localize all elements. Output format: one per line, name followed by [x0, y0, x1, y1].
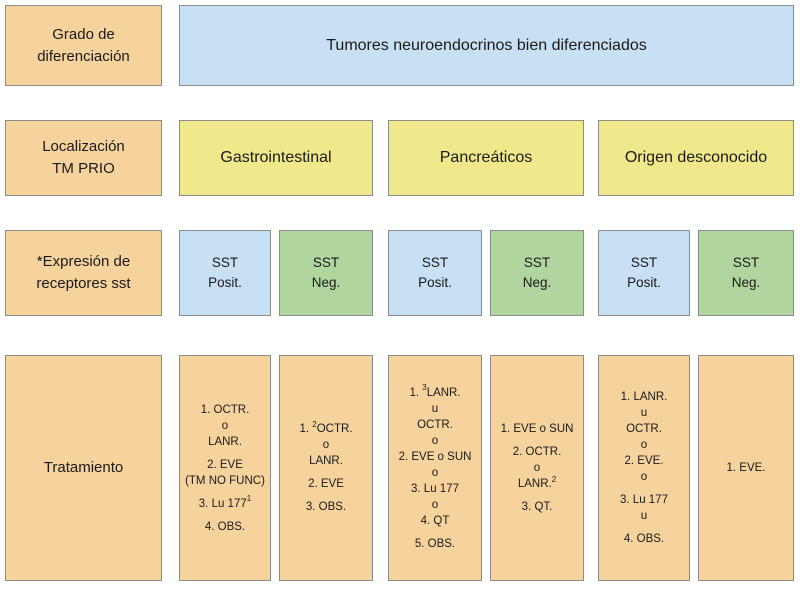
treatment-pancreas-negative: 1. EVE o SUN 2. OCTR. o LANR.2 3. QT.	[490, 355, 584, 581]
group-pancreaticos: Pancreáticos	[388, 120, 584, 196]
treatment-connector: o	[221, 419, 229, 432]
treatment-step: 2. EVE o SUN	[398, 450, 472, 463]
treatment-step: 1. EVE.	[726, 462, 766, 474]
sst-status: Neg.	[522, 275, 552, 290]
label-grado-diferenciacion: Grado de diferenciación	[5, 5, 162, 86]
sst-positive-origen: SST Posit.	[598, 230, 690, 316]
label-expresion-line1: *Expresión de	[36, 253, 131, 270]
treatment-connector: u	[431, 402, 439, 415]
sst-positive-gastro: SST Posit.	[179, 230, 271, 316]
sst-status: Neg.	[311, 275, 341, 290]
sst-status: Posit.	[418, 275, 452, 290]
treatment-step: 2. EVE.	[624, 455, 664, 467]
treatment-gastro-negative: 1. 2OCTR. o LANR. 2. EVE 3. OBS.	[279, 355, 373, 581]
treatment-step: 4. OBS.	[623, 533, 665, 545]
treatment-step: 3. Lu 1771	[198, 494, 252, 510]
group-origen-desconocido: Origen desconocido	[598, 120, 794, 196]
treatment-step: LANR.2	[517, 474, 557, 490]
footnote-marker: 3	[422, 383, 427, 393]
group-origen-label: Origen desconocido	[624, 149, 768, 166]
sst-label: SST	[421, 255, 449, 270]
sst-status: Posit.	[208, 275, 242, 290]
treatment-step: 5. OBS.	[414, 537, 456, 550]
label-localizacion-line1: Localización	[42, 138, 125, 155]
treatment-note: (TM NO FUNC)	[185, 474, 265, 487]
sst-label: SST	[211, 255, 239, 270]
treatment-origen-positive: 1. LANR. u OCTR. o 2. EVE. o 3. Lu 177 u…	[598, 355, 690, 581]
sst-negative-origen: SST Neg.	[698, 230, 794, 316]
footnote-marker: 2	[312, 419, 317, 429]
treatment-step: 2. EVE	[308, 478, 344, 490]
treatment-step: 2. EVE	[207, 458, 243, 471]
treatment-step: 4. OBS.	[204, 520, 246, 533]
treatment-connector: o	[322, 439, 330, 451]
treatment-step: 1. LANR.	[620, 391, 668, 403]
treatment-step: 3. Lu 177	[620, 494, 668, 506]
treatment-step: 3. QT.	[521, 501, 553, 513]
sst-label: SST	[523, 255, 551, 270]
treatment-step: 3. Lu 177	[411, 482, 459, 495]
treatment-connector: o	[431, 466, 439, 479]
treatment-gastro-positive: 1. OCTR. o LANR. 2. EVE (TM NO FUNC) 3. …	[179, 355, 271, 581]
treatment-step: LANR.	[208, 435, 242, 448]
sst-label: SST	[732, 255, 760, 270]
group-gastrointestinal: Gastrointestinal	[179, 120, 373, 196]
treatment-connector: o	[640, 471, 648, 483]
label-tratamiento: Tratamiento	[5, 355, 162, 581]
treatment-step: 1. 2OCTR.	[299, 419, 353, 435]
group-pancreaticos-label: Pancreáticos	[439, 149, 533, 166]
header-title: Tumores neuroendocrinos bien diferenciad…	[326, 36, 647, 54]
treatment-connector: o	[533, 462, 541, 474]
treatment-step: 4. QT	[420, 514, 450, 527]
sst-label: SST	[312, 255, 340, 270]
treatment-pancreas-positive: 1. 3LANR. u OCTR. o 2. EVE o SUN o 3. Lu…	[388, 355, 482, 581]
treatment-step: 1. OCTR.	[200, 403, 250, 416]
sst-status: Posit.	[627, 275, 661, 290]
treatment-step: LANR.	[309, 455, 343, 467]
sst-negative-gastro: SST Neg.	[279, 230, 373, 316]
treatment-connector: o	[431, 434, 439, 447]
sst-label: SST	[630, 255, 658, 270]
treatment-step: 1. 3LANR.	[409, 383, 461, 399]
sst-status: Neg.	[731, 275, 761, 290]
treatment-step: OCTR.	[626, 423, 662, 435]
label-localizacion-line2: TM PRIO	[52, 160, 115, 177]
treatment-origen-negative: 1. EVE.	[698, 355, 794, 581]
group-gastrointestinal-label: Gastrointestinal	[220, 149, 332, 166]
sst-negative-pancreas: SST Neg.	[490, 230, 584, 316]
footnote-marker: 2	[551, 474, 557, 484]
treatment-step: 2. OCTR.	[512, 446, 562, 458]
treatment-connector: o	[431, 498, 439, 511]
label-expresion-line2: receptores sst	[36, 275, 131, 292]
label-tratamiento-text: Tratamiento	[43, 459, 124, 476]
label-localizacion: Localización TM PRIO	[5, 120, 162, 196]
treatment-connector: u	[640, 510, 648, 522]
label-grado-line2: diferenciación	[37, 47, 130, 65]
treatment-step: 1. EVE o SUN	[500, 423, 574, 435]
treatment-step: 3. OBS.	[305, 501, 347, 513]
footnote-marker: 1	[246, 494, 252, 504]
label-expresion-receptores: *Expresión de receptores sst	[5, 230, 162, 316]
treatment-connector: o	[640, 439, 648, 451]
header-tumores-neuroendocrinos: Tumores neuroendocrinos bien diferenciad…	[179, 5, 794, 86]
treatment-step: OCTR.	[417, 418, 453, 431]
label-grado-line1: Grado de	[52, 25, 115, 43]
sst-positive-pancreas: SST Posit.	[388, 230, 482, 316]
treatment-connector: u	[640, 407, 648, 419]
